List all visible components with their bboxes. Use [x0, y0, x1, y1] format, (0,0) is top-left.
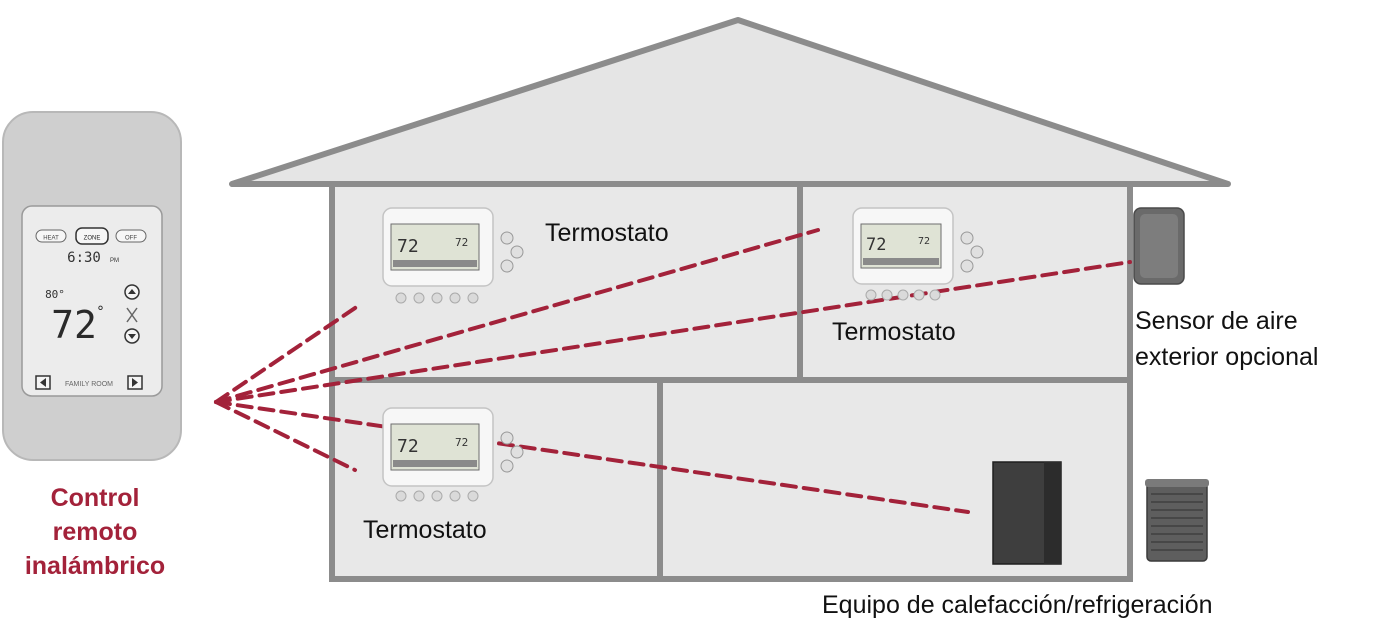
- remote-label-line1: Control: [50, 484, 140, 512]
- signal-line: [214, 260, 1132, 404]
- thermostat-dial: [510, 245, 524, 259]
- thermostat-key: [929, 289, 941, 301]
- remote-time: 6:30: [67, 250, 101, 266]
- thermostat-setpoint: 72: [455, 436, 468, 449]
- outdoor-air-sensor: [1133, 207, 1185, 285]
- thermostat-dial: [510, 445, 524, 459]
- thermostat-dial: [960, 231, 974, 245]
- thermostat-status-bar: [393, 260, 477, 267]
- thermostat-dial: [500, 459, 514, 473]
- left-arrow-icon: [40, 378, 46, 387]
- thermostat-key: [449, 292, 461, 304]
- thermostat-dial: [500, 431, 514, 445]
- thermostat-key: [865, 289, 877, 301]
- label-equipment: Equipo de calefacción/refrigeración: [822, 591, 1213, 619]
- fan-icon: [126, 307, 138, 323]
- wireless-signals: [214, 228, 1132, 514]
- thermostat-key: [431, 490, 443, 502]
- furnace-unit: [992, 461, 1062, 565]
- remote-label-line2: remoto: [52, 518, 138, 546]
- thermostat-status-bar: [863, 258, 939, 265]
- thermostat-status-bar: [393, 460, 477, 467]
- remote-temperature: 72: [51, 303, 97, 347]
- thermostat-temperature: 72: [866, 235, 886, 255]
- thermostat-dial: [500, 259, 514, 273]
- thermostat-dial: [970, 245, 984, 259]
- condenser-top: [1145, 479, 1209, 487]
- thermostat-upper-right: 72 72: [852, 207, 984, 301]
- label-outdoor-sensor-line1: Sensor de aire: [1135, 307, 1298, 335]
- right-arrow-icon: [132, 378, 138, 387]
- up-arrow-icon: [128, 289, 136, 294]
- remote-zone-name: FAMILY ROOM: [65, 381, 113, 388]
- remote-zone-label: ZONE: [84, 236, 101, 242]
- house: [229, 17, 1231, 582]
- signal-line: [214, 400, 357, 472]
- down-arrow-icon: [128, 334, 136, 339]
- remote-label: Control remoto inalámbrico: [0, 481, 190, 583]
- remote-heat-label: HEAT: [43, 236, 59, 242]
- thermostat-key: [467, 490, 479, 502]
- thermostat-upper-left: 72 72: [382, 207, 524, 304]
- furnace-side: [1044, 462, 1061, 564]
- thermostat-dial: [500, 231, 514, 245]
- label-outdoor-sensor-line2: exterior opcional: [1135, 343, 1319, 371]
- wireless-remote: HEAT ZONE OFF 6:30 PM 80° 72 ° FAMILY RO…: [2, 111, 182, 461]
- thermostat-key: [467, 292, 479, 304]
- label-thermostat-upper-left: Termostato: [545, 219, 669, 247]
- thermostat-setpoint: 72: [455, 236, 468, 249]
- thermostat-key: [431, 292, 443, 304]
- ac-condenser: [1145, 479, 1209, 562]
- remote-time-suffix: PM: [110, 258, 119, 264]
- remote-off-label: OFF: [125, 236, 137, 242]
- remote-degree: °: [97, 304, 104, 320]
- remote-zone-button: [75, 227, 109, 245]
- signal-line: [214, 304, 360, 404]
- thermostat-key: [449, 490, 461, 502]
- remote-heat-button: [35, 229, 67, 243]
- thermostat-key: [413, 292, 425, 304]
- thermostat-lower-left: 72 72: [382, 407, 524, 502]
- sensor-face: [1140, 214, 1178, 278]
- house-roof: [229, 17, 1231, 187]
- condenser-grille: [1151, 493, 1203, 551]
- thermostat-key: [913, 289, 925, 301]
- signal-line: [214, 228, 820, 404]
- remote-off-button: [115, 229, 147, 243]
- remote-outside-temp: 80°: [45, 288, 65, 301]
- signal-line: [214, 400, 970, 514]
- thermostat-dial: [960, 259, 974, 273]
- label-thermostat-lower-left: Termostato: [363, 516, 487, 544]
- thermostat-key: [897, 289, 909, 301]
- thermostat-key: [395, 490, 407, 502]
- thermostat-temperature: 72: [397, 236, 419, 257]
- thermostat-temperature: 72: [397, 436, 419, 457]
- label-outdoor-sensor: Sensor de aire exterior opcional: [1135, 303, 1318, 375]
- label-thermostat-upper-right: Termostato: [832, 318, 956, 346]
- thermostat-key: [881, 289, 893, 301]
- remote-label-line3: inalámbrico: [24, 552, 166, 580]
- remote-face: [21, 205, 163, 397]
- thermostat-key: [413, 490, 425, 502]
- thermostat-setpoint: 72: [918, 236, 930, 247]
- thermostat-key: [395, 292, 407, 304]
